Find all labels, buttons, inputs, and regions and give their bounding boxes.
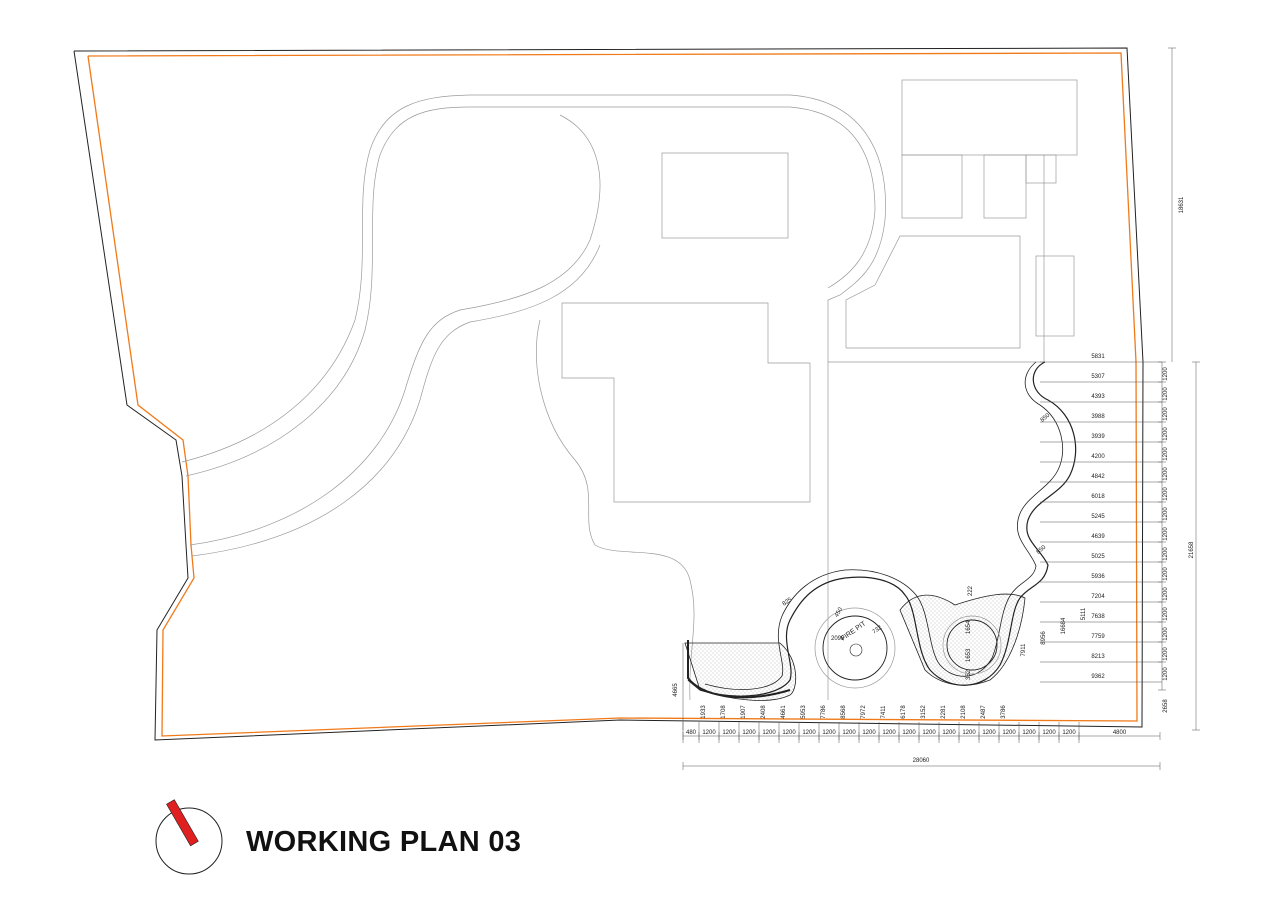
right-interval-label: 1200 [1163, 527, 1169, 541]
right-interval-label: 1200 [1163, 487, 1169, 501]
svg-text:352: 352 [966, 669, 972, 680]
bottom-interval-label: 1200 [882, 730, 896, 736]
vertical-offset-label: 1907 [741, 705, 747, 719]
bottom-interval-label: 1200 [842, 730, 856, 736]
existing-context [181, 79, 1078, 701]
right-offset-label: 3939 [1091, 434, 1105, 440]
bottom-interval-label: 1200 [962, 730, 976, 736]
vertical-offset-label: 2281 [941, 705, 947, 719]
svg-text:450: 450 [834, 606, 845, 618]
left-height-label: 4665 [673, 683, 679, 697]
bottom-interval-label: 1200 [802, 730, 816, 736]
vertical-offset-label: 3786 [1001, 705, 1007, 719]
right-offset-label: 8213 [1091, 654, 1105, 660]
right-interval-label: 1200 [1163, 407, 1169, 421]
curved-pathway [684, 361, 1077, 701]
bottom-interval-label: 1200 [1062, 730, 1076, 736]
right-interval-label: 1200 [1163, 667, 1169, 681]
svg-text:850: 850 [1040, 412, 1052, 423]
vertical-offset-label: 16684 [1061, 617, 1067, 634]
bottom-total-label: 28060 [913, 758, 930, 764]
vertical-offset-label: 5953 [801, 705, 807, 719]
north-arrow-icon [155, 799, 223, 875]
bottom-interval-label: 1200 [1022, 730, 1036, 736]
right-offset-label: 4393 [1091, 394, 1105, 400]
bottom-interval-label: 1200 [942, 730, 956, 736]
right-offset-label: 5025 [1091, 554, 1105, 560]
bottom-interval-label: 1200 [1042, 730, 1056, 736]
svg-text:222: 222 [968, 585, 974, 596]
right-interval-label: 1200 [1163, 587, 1169, 601]
right-offset-label: 5307 [1091, 374, 1105, 380]
vertical-offset-label: 7411 [881, 705, 887, 719]
right-offset-label: 9362 [1091, 674, 1105, 680]
right-interval-label: 1200 [1163, 367, 1169, 381]
bottom-interval-label: 1200 [902, 730, 916, 736]
bottom-interval-label: 1200 [862, 730, 876, 736]
right-offset-label: 5831 [1091, 354, 1105, 360]
bottom-interval-label: 1200 [742, 730, 756, 736]
bottom-end-label: 4800 [1113, 730, 1127, 736]
vertical-offset-label: 8956 [1041, 631, 1047, 645]
bottom-interval-label: 1200 [702, 730, 716, 736]
bottom-interval-label: 1200 [822, 730, 836, 736]
right-interval-label: 1200 [1163, 507, 1169, 521]
vertical-offset-label: 1708 [721, 705, 727, 719]
right-interval-label: 1200 [1163, 467, 1169, 481]
vertical-offset-label: 6178 [901, 705, 907, 719]
vertical-offset-label: 1933 [701, 705, 707, 719]
bottom-interval-label: 1200 [982, 730, 996, 736]
right-interval-label: 1200 [1163, 647, 1169, 661]
right-interval-label: 1200 [1163, 547, 1169, 561]
right-offset-label: 3988 [1091, 414, 1105, 420]
svg-text:1653: 1653 [966, 648, 972, 662]
drawing-title: WORKING PLAN 03 [246, 826, 522, 858]
bottom-interval-label: 1200 [782, 730, 796, 736]
right-offset-label: 4200 [1091, 454, 1105, 460]
svg-text:732: 732 [872, 625, 884, 636]
right-bottom-label: 2658 [1163, 699, 1169, 713]
right-offset-label: 7204 [1091, 594, 1105, 600]
svg-text:2098: 2098 [831, 636, 845, 642]
bottom-interval-label: 480 [686, 730, 697, 736]
dimension-lines [682, 47, 1200, 770]
vertical-offset-label: 7911 [1021, 643, 1027, 657]
right-offset-label: 4639 [1091, 534, 1105, 540]
vertical-offset-label: 2408 [761, 705, 767, 719]
bottom-interval-label: 1200 [1002, 730, 1016, 736]
right-interval-label: 1200 [1163, 387, 1169, 401]
right-offset-label: 5245 [1091, 514, 1105, 520]
right-offset-label: 6018 [1091, 494, 1105, 500]
vertical-offset-label: 4661 [781, 705, 787, 719]
misc-dimensions: 850 850 825 222 1654 2098 732 1653 352 4… [782, 412, 1052, 680]
vertical-offset-label: 7972 [861, 705, 867, 719]
right-offset-label: 7759 [1091, 634, 1105, 640]
right-offset-label: 7638 [1091, 614, 1105, 620]
vertical-offset-label: 5111 [1081, 607, 1087, 620]
svg-text:850: 850 [1036, 544, 1048, 555]
bottom-interval-label: 1200 [722, 730, 736, 736]
right-total-label: 21658 [1189, 541, 1195, 558]
vertical-offset-label: 2108 [961, 705, 967, 719]
right-interval-label: 1200 [1163, 427, 1169, 441]
right-offset-label: 4842 [1091, 474, 1105, 480]
right-interval-label: 1200 [1163, 447, 1169, 461]
dimension-text: 5831 5307 4393 3988 3939 4200 4842 6018 5245 4639… [673, 196, 1195, 764]
right-upper-label: 18631 [1179, 196, 1185, 213]
right-interval-label: 1200 [1163, 567, 1169, 581]
right-interval-label: 1200 [1163, 607, 1169, 621]
bottom-interval-label: 1200 [762, 730, 776, 736]
bottom-interval-label: 1200 [922, 730, 936, 736]
vertical-offset-label: 7786 [821, 705, 827, 719]
svg-text:825: 825 [782, 597, 794, 608]
right-interval-label: 1200 [1163, 627, 1169, 641]
vertical-offset-label: 8568 [841, 705, 847, 719]
right-offset-label: 5936 [1091, 574, 1105, 580]
vertical-offset-label: 2487 [981, 705, 987, 719]
vertical-offset-label: 3152 [921, 705, 927, 719]
svg-text:1654: 1654 [966, 620, 972, 634]
